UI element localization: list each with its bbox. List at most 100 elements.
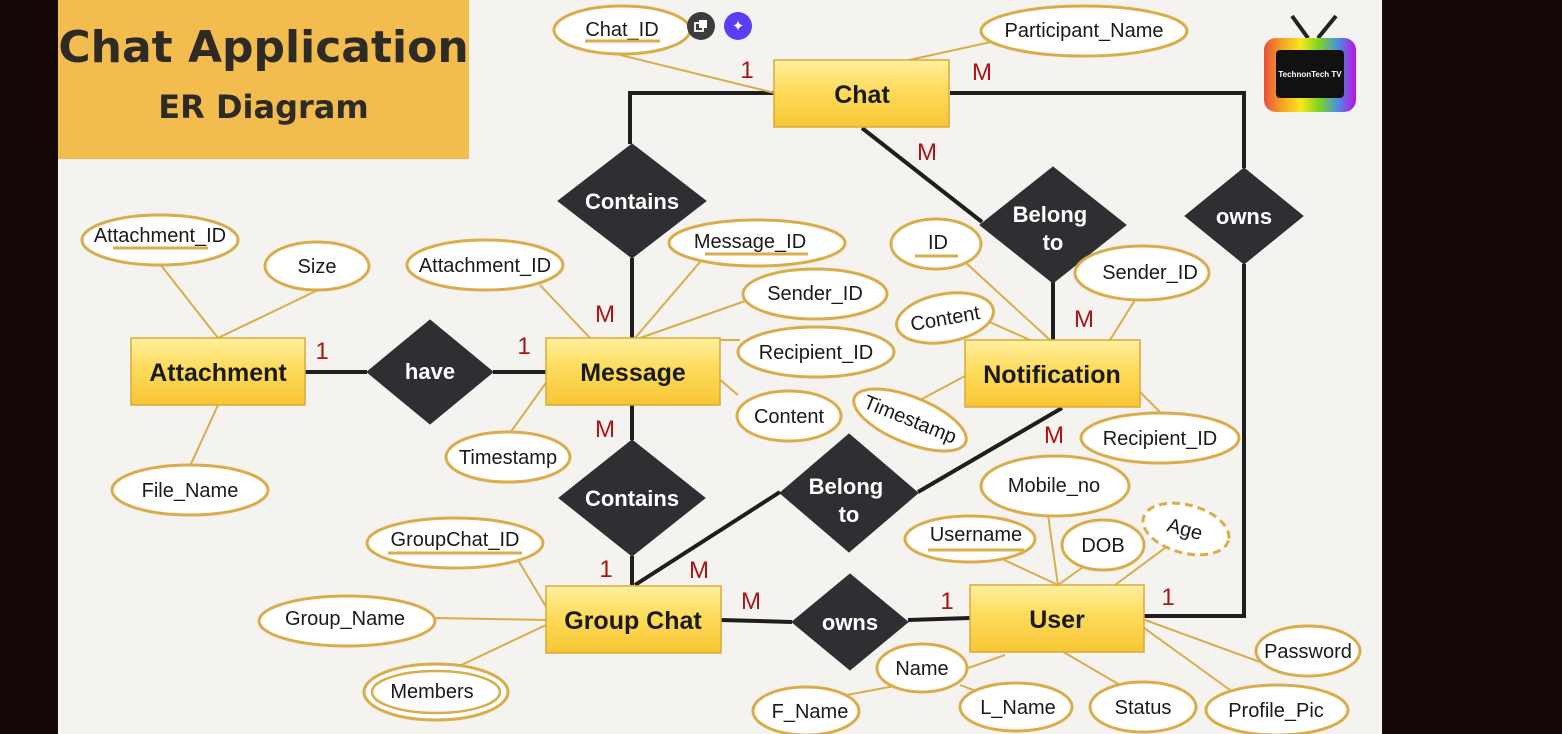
connector-group-owns (720, 618, 793, 624)
cardinality-message-have: 1 (517, 333, 530, 360)
connector-group-belong (633, 490, 782, 587)
attribute-label: Attachment_ID (419, 255, 551, 277)
cardinality-notification-belong-bottom: M (1044, 422, 1064, 449)
attribute-l-name[interactable]: L_Name (958, 681, 1074, 733)
attribute-password[interactable]: Password (1254, 624, 1362, 678)
entity-attachment[interactable]: Attachment (130, 337, 306, 406)
attribute-timestamp[interactable]: Timestamp (444, 430, 572, 484)
attribute-label: L_Name (980, 697, 1056, 719)
sparkle-icon[interactable]: ✦ (724, 12, 752, 40)
attribute-dob[interactable]: DOB (1060, 518, 1146, 572)
attribute-label: Sender_ID (1102, 262, 1198, 284)
attribute-recipient-id[interactable]: Recipient_ID (736, 325, 896, 379)
attribute-label: Group_Name (285, 608, 405, 630)
cardinality-group-contains: 1 (599, 556, 612, 583)
antenna-icon (1290, 14, 1338, 40)
entity-label: Group Chat (564, 607, 702, 635)
attribute-label: Members (390, 681, 473, 703)
connector-owns-user-2 (907, 616, 971, 622)
cardinality-notification-belong: M (1074, 306, 1094, 333)
relationship-label: Belong to (1013, 202, 1094, 255)
attribute-group-name[interactable]: Group_Name (257, 594, 437, 648)
attribute-notification-recipient-id[interactable]: Recipient_ID (1079, 411, 1241, 465)
attribute-members[interactable]: Members (362, 662, 510, 722)
relationship-belong-to-group-notification[interactable]: Belong to (779, 433, 919, 553)
relationship-label-line2: to (1043, 230, 1064, 255)
relationship-label: Contains (585, 486, 679, 511)
attribute-notification-sender-id[interactable]: Sender_ID (1073, 244, 1211, 302)
relationship-have[interactable]: have (366, 319, 494, 425)
relationship-label: have (405, 359, 455, 384)
brand-logo: TechnonTech TV (1262, 12, 1360, 114)
attribute-age[interactable]: Age (1137, 494, 1234, 563)
attribute-notification-content[interactable]: Content (893, 286, 998, 350)
connector-owns-user (1144, 264, 1246, 618)
entity-label: Notification (983, 361, 1121, 389)
copy-icon-glyph (694, 20, 707, 32)
attribute-label: Content (754, 406, 824, 428)
attribute-label: F_Name (772, 701, 849, 723)
attribute-label: Chat_ID (585, 19, 658, 41)
attribute-username[interactable]: Username (903, 514, 1037, 564)
attribute-message-id[interactable]: Message_ID (667, 218, 847, 268)
entity-group-chat[interactable]: Group Chat (545, 585, 722, 654)
cardinality-message-contains-bottom: M (595, 416, 615, 443)
connector-chat-belong (860, 126, 984, 224)
attribute-label: GroupChat_ID (391, 529, 520, 551)
entity-message[interactable]: Message (545, 337, 721, 406)
attribute-status[interactable]: Status (1088, 680, 1198, 734)
entity-notification[interactable]: Notification (964, 339, 1141, 408)
diagram-subtitle: ER Diagram (158, 88, 369, 126)
attribute-f-name[interactable]: F_Name (751, 685, 861, 734)
entity-chat[interactable]: Chat (773, 59, 950, 128)
relationship-owns-group-user[interactable]: owns (791, 573, 909, 671)
attribute-notification-id[interactable]: ID (889, 217, 983, 271)
attribute-sender-id[interactable]: Sender_ID (741, 267, 889, 321)
attribute-label: Recipient_ID (1103, 428, 1218, 450)
attribute-label: ID (928, 232, 948, 254)
attribute-file-name[interactable]: File_Name (110, 463, 270, 517)
attribute-label: Sender_ID (767, 283, 863, 305)
attribute-groupchat-id[interactable]: GroupChat_ID (365, 516, 545, 570)
relationship-contains-chat-message[interactable]: Contains (557, 143, 707, 259)
attribute-attachment-id[interactable]: Attachment_ID (80, 213, 240, 267)
attribute-label: Timestamp (459, 447, 557, 469)
attribute-size[interactable]: Size (263, 240, 371, 292)
copy-icon[interactable] (687, 12, 715, 40)
attribute-name[interactable]: Name (875, 642, 969, 694)
entity-label: Message (580, 359, 686, 387)
attribute-label: Message_ID (694, 231, 806, 253)
diagram-title: Chat Application (58, 22, 469, 73)
attribute-label: Password (1264, 641, 1352, 663)
connector-belong-notification-2 (916, 406, 1064, 494)
relationship-label-line1: Belong (1013, 202, 1088, 227)
connector-chat-owns (950, 91, 1246, 168)
attribute-chat-id[interactable]: Chat_ID (552, 4, 692, 56)
cardinality-user-owns-group: 1 (940, 588, 953, 615)
cardinality-group-owns: M (741, 588, 761, 615)
attribute-label: Recipient_ID (759, 342, 874, 364)
cardinality-group-belong: M (689, 557, 709, 584)
attribute-connectors (159, 39, 1261, 701)
attribute-label: Username (930, 524, 1022, 546)
relationship-label: owns (822, 610, 878, 635)
entity-user[interactable]: User (969, 584, 1145, 653)
entity-label: User (1029, 606, 1085, 634)
attribute-message-attachment-id[interactable]: Attachment_ID (405, 238, 565, 292)
attribute-label: Mobile_no (1008, 475, 1100, 497)
relationship-label: Belong to (809, 474, 890, 527)
relationship-contains-message-group[interactable]: Contains (558, 439, 706, 557)
relationship-connectors (305, 91, 1246, 624)
attribute-content[interactable]: Content (735, 389, 843, 443)
attribute-label: Participant_Name (1005, 20, 1164, 42)
attribute-label: Name (895, 658, 948, 680)
attribute-mobile-no[interactable]: Mobile_no (979, 454, 1131, 518)
attribute-profile-pic[interactable]: Profile_Pic (1204, 683, 1350, 734)
cardinality-message-contains-top: M (595, 301, 615, 328)
relationship-owns-chat-user[interactable]: owns (1184, 167, 1304, 265)
relationship-belong-to-chat-notification[interactable]: Belong to (979, 166, 1127, 284)
attribute-label: File_Name (142, 480, 239, 502)
cardinality-chat-belong: M (917, 139, 937, 166)
attribute-participant-name[interactable]: Participant_Name (979, 4, 1189, 58)
